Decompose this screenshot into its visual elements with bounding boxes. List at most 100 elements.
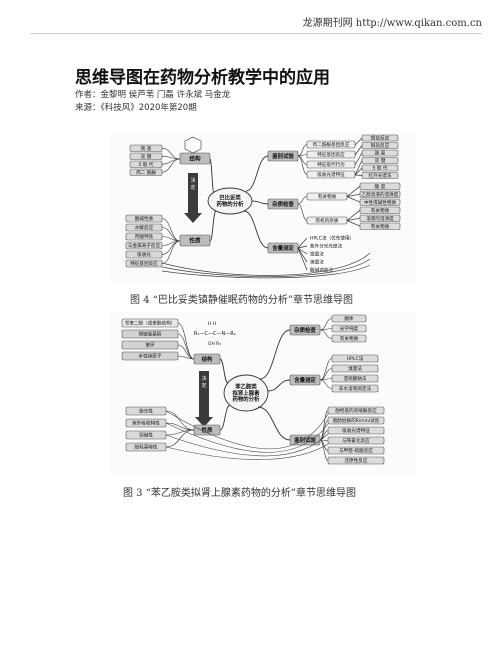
- fig3-struct-link: [177, 333, 195, 360]
- journal-site-link[interactable]: 龙源期刊网 http://www.qikan.com.cn: [302, 18, 482, 29]
- fig3-prop-link: [165, 410, 195, 431]
- fig4-prop-node-label: 性质: [188, 237, 201, 245]
- fig3-ident-leaf-label: 与甲醛-硫酸反应: [339, 447, 373, 454]
- fig3-assay-leaf-label: HPLC法: [347, 355, 364, 362]
- article-authors: 作者：金黎明 侯芦苇 门磊 许永斌 马金龙: [75, 90, 231, 100]
- fig4-impurity-leaf-label: 有关物质: [371, 223, 390, 230]
- fig4-decides-arrow-label: 定: [190, 184, 195, 191]
- fig3-center-link-struct: [219, 358, 229, 384]
- fig4-impurity-leaf-link: [346, 209, 361, 221]
- fig3-prop-item-label: 旋光性: [139, 408, 153, 415]
- fig3-impurity-leaf-label: 光学纯度: [340, 325, 359, 332]
- fig3-struct-node-label: 结构: [202, 355, 213, 363]
- fig3-ident-leaf-label: 吸收光谱特征: [342, 427, 370, 434]
- fig3-impurity-leaf-link: [319, 329, 333, 339]
- fig4-prop-item-label: 丙酸钾盐: [135, 233, 154, 240]
- fig4-assay-leaf: 银量法: [310, 251, 324, 258]
- fig4-ident-sub-label: 吸收光谱特征: [317, 171, 345, 178]
- fig4-center-label: 药物的分析: [217, 200, 245, 208]
- fig4-impurity-node-label: 杂质检查: [272, 200, 294, 208]
- fig4-struct-link: [161, 155, 181, 160]
- fig3-assay-leaf-link: [319, 358, 333, 381]
- fig3-center-label: 拟肾上腺素: [233, 389, 261, 397]
- fig3-assay-leaf-label: 溴量法: [348, 365, 362, 372]
- fig4-assay-leaf: 紫外分光光度法: [310, 243, 343, 250]
- fig4-center-link-ident: [245, 155, 269, 192]
- fig3-center-link-impurity: [259, 329, 291, 380]
- article-title: 思维导图在药物分析教学中的应用: [75, 68, 330, 88]
- fig4-cross-link: [161, 264, 371, 279]
- fig3-prop-item-label: 紫外吸收特性: [132, 420, 160, 427]
- fig3-ident-leaf-label: 脂肪伯胺的Rimini试验: [333, 417, 380, 424]
- fig4-impurity-leaf-label: 中性或碱性物质: [364, 199, 397, 206]
- fig3-center-link-ident: [257, 406, 291, 441]
- figure-4-caption: 图 4 “巴比妥类镇静催眠药物的分析”章节思维导图: [130, 295, 353, 306]
- fig4-impurity-leaf-label: 溶液的澄清度: [366, 215, 394, 222]
- fig3-ident-node-label: 鉴别试验: [293, 436, 316, 444]
- fig4-ident-leaf-label: 5 取 代: [372, 165, 387, 172]
- fig3-cross-link: [165, 422, 329, 453]
- fig4-ident-sub-label: 丙二酰脲基团反应: [313, 141, 350, 148]
- fig4-ident-leaf-label: 红外光谱法: [369, 172, 392, 179]
- fig3-cross-link: [165, 443, 329, 460]
- fig4-assay-leaf: 溴量法: [310, 259, 324, 266]
- fig4-assay-leaf-link: [297, 245, 308, 249]
- fig4-ident-sub-label: 特征基团反应: [317, 151, 345, 158]
- fig4-impurity-leaf-link: [346, 193, 361, 197]
- fig4-impurity-leaf-label: 乙醇溶液的澄清度: [362, 191, 399, 198]
- fig4-ident-leaf-label: 巯 基: [375, 150, 386, 157]
- fig3-formula-main: R₁—C—C—N—R₂: [194, 331, 236, 337]
- fig4-impurity-leaf-link: [346, 217, 361, 221]
- fig4-center-label: 巴比妥类: [219, 194, 241, 202]
- fig3-struct-item-label: 手性碳原子: [139, 353, 162, 360]
- fig4-struct-item-label: 丙二 酰脲: [136, 169, 156, 176]
- fig3-center-link-prop: [219, 404, 231, 431]
- fig3-prop-link: [165, 422, 195, 431]
- fig4-struct-item-label: 5 取 代: [138, 161, 153, 168]
- fig4-ident-leaf-link: [354, 160, 363, 176]
- fig3-assay-node-label: 含量测定: [294, 376, 316, 384]
- fig3-impurity-node-label: 杂质检查: [294, 326, 316, 334]
- fig4-molecule-ring: [184, 136, 202, 154]
- fig3-prop-item-label: 酚羟基特性: [135, 444, 158, 451]
- fig4-prop-item-label: 吸收光: [137, 251, 151, 258]
- fig4-impurity-leaf-link: [346, 185, 361, 197]
- fig3-struct-link: [177, 344, 195, 360]
- fig3-center-label: 苯乙胺类: [234, 382, 257, 390]
- fig4-assay-leaf: HPLC法（优先使用）: [310, 235, 354, 242]
- fig4-center-link-impurity: [251, 200, 269, 205]
- fig4-ident-sub-link: [297, 155, 308, 175]
- fig4-ident-leaf-link: [354, 137, 363, 146]
- fig3-formula-bottom: OH R₃: [208, 341, 221, 347]
- fig3-struct-link: [177, 355, 195, 360]
- fig4-ident-sub-label: 特征取代行为: [317, 161, 345, 168]
- fig4-prop-link: [161, 218, 181, 242]
- fig4-impurity-sub-link: [297, 196, 308, 205]
- fig3-struct-link: [177, 322, 195, 360]
- fig3-assay-leaf-label: 非水溶液滴定法: [339, 385, 372, 392]
- fig4-prop-node-box: [179, 234, 211, 247]
- fig4-struct-node-box: [179, 152, 211, 165]
- fig4-struct-link: [161, 158, 181, 173]
- fig3-struct-item-label: 邻苯二酚（或苯酚结构）: [125, 320, 176, 327]
- fig3-struct-item-label: 苯环: [145, 342, 155, 349]
- fig4-ident-leaf-link: [354, 145, 363, 156]
- fig4-ident-leaf-link: [354, 152, 363, 166]
- fig4-assay-leaf-link: [297, 247, 308, 263]
- fig3-prop-link: [165, 429, 195, 448]
- fig4-assay-leaf-link: [297, 247, 308, 255]
- fig3-center-shape: [223, 374, 269, 412]
- fig3-decides-arrow-label: 定: [201, 382, 206, 389]
- fig4-decides-arrow-head: [184, 213, 202, 223]
- fig4-prop-item-label: 酸碱性质: [135, 215, 154, 222]
- fig3-formula-top: H H: [208, 321, 216, 327]
- fig4-prop-item-label: 与金属离子反应: [128, 242, 161, 249]
- fig4-ident-leaf-label: 双 键: [375, 157, 386, 164]
- fig4-decides-arrow-label: 决: [190, 177, 195, 184]
- fig3-decides-arrow-head: [195, 417, 213, 427]
- fig4-impurity-leaf-label: 酸 度: [375, 183, 386, 190]
- fig3-prop-node-label: 性质: [201, 426, 213, 434]
- fig3-ident-leaf-label: 酚羟基的双缩脲反应: [335, 407, 377, 414]
- fig4-struct-item-label: 双 键: [141, 153, 152, 160]
